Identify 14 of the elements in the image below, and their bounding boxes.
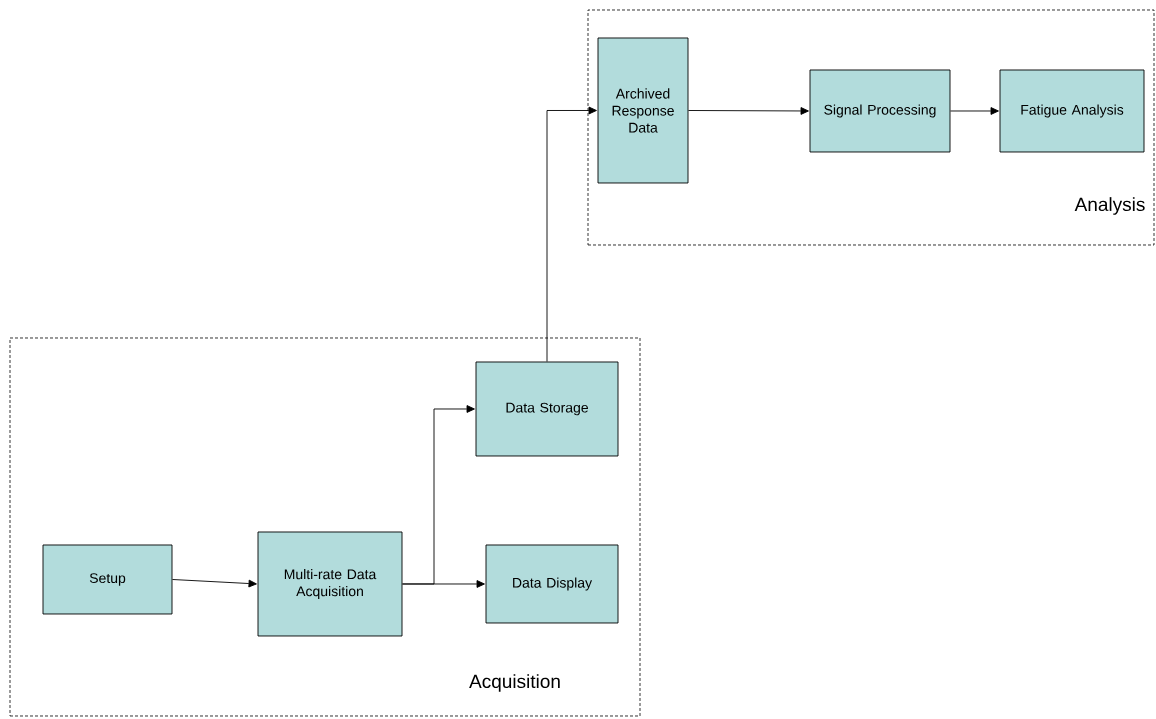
- arrow: [688, 107, 809, 115]
- process-box: Fatigue Analysis: [999, 69, 1145, 153]
- group-label: Acquisition: [469, 674, 560, 692]
- process-box: Data Display: [485, 544, 619, 624]
- process-box: Setup: [42, 544, 173, 615]
- process-box: Multi-rate Data Acquisition: [257, 531, 403, 637]
- group-label: Analysis: [1074, 197, 1145, 215]
- process-box: Archived Response Data: [597, 37, 689, 184]
- process-box: Signal Processing: [809, 69, 951, 153]
- arrow: [546, 106, 597, 362]
- arrow: [402, 580, 485, 588]
- process-box: Data Storage: [475, 361, 619, 457]
- arrow: [950, 107, 999, 115]
- arrow: [172, 579, 257, 588]
